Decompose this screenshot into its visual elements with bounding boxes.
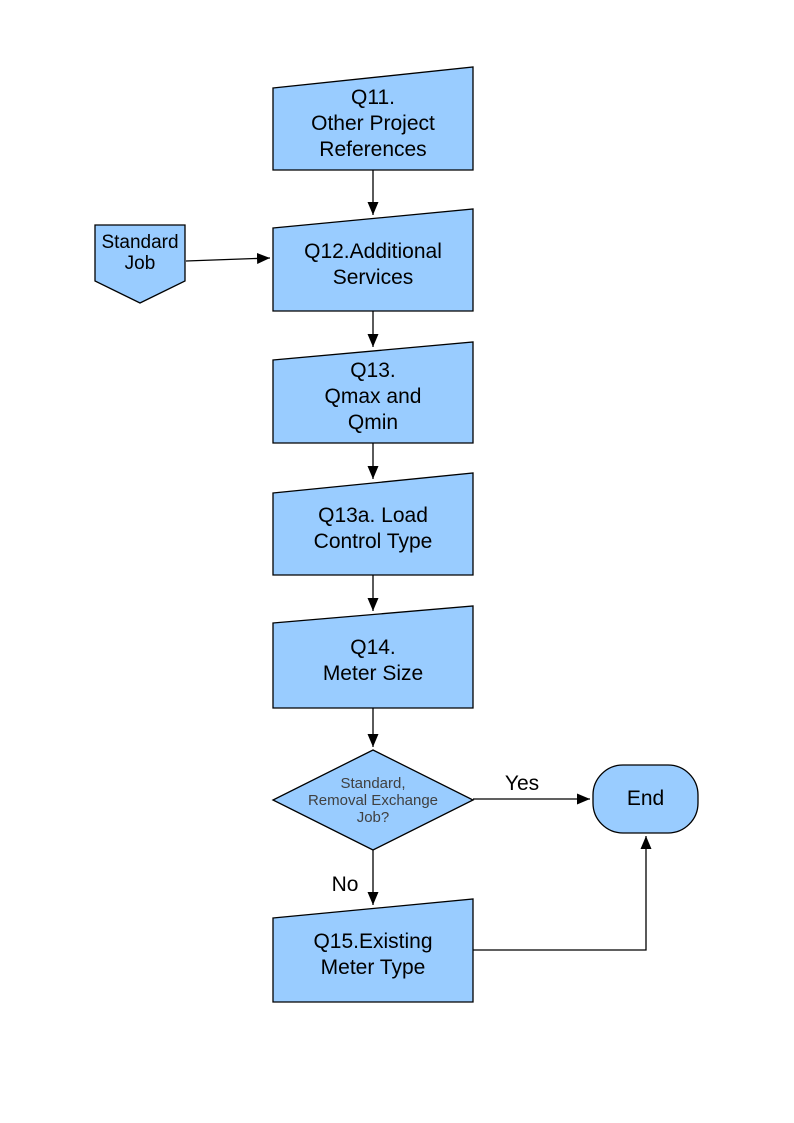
node-standard-job-shape [94,224,186,304]
node-end-shape [592,764,699,834]
node-q11-shape [272,66,474,171]
node-decision-shape [271,749,475,851]
node-q12-shape [272,208,474,312]
node-q13-shape [272,341,474,444]
connector-standard-job-q12 [185,252,271,264]
node-q14-shape [272,605,474,709]
connector-q15-end [473,836,652,951]
node-q13a-shape [272,472,474,576]
node-q15-shape [272,898,474,1003]
